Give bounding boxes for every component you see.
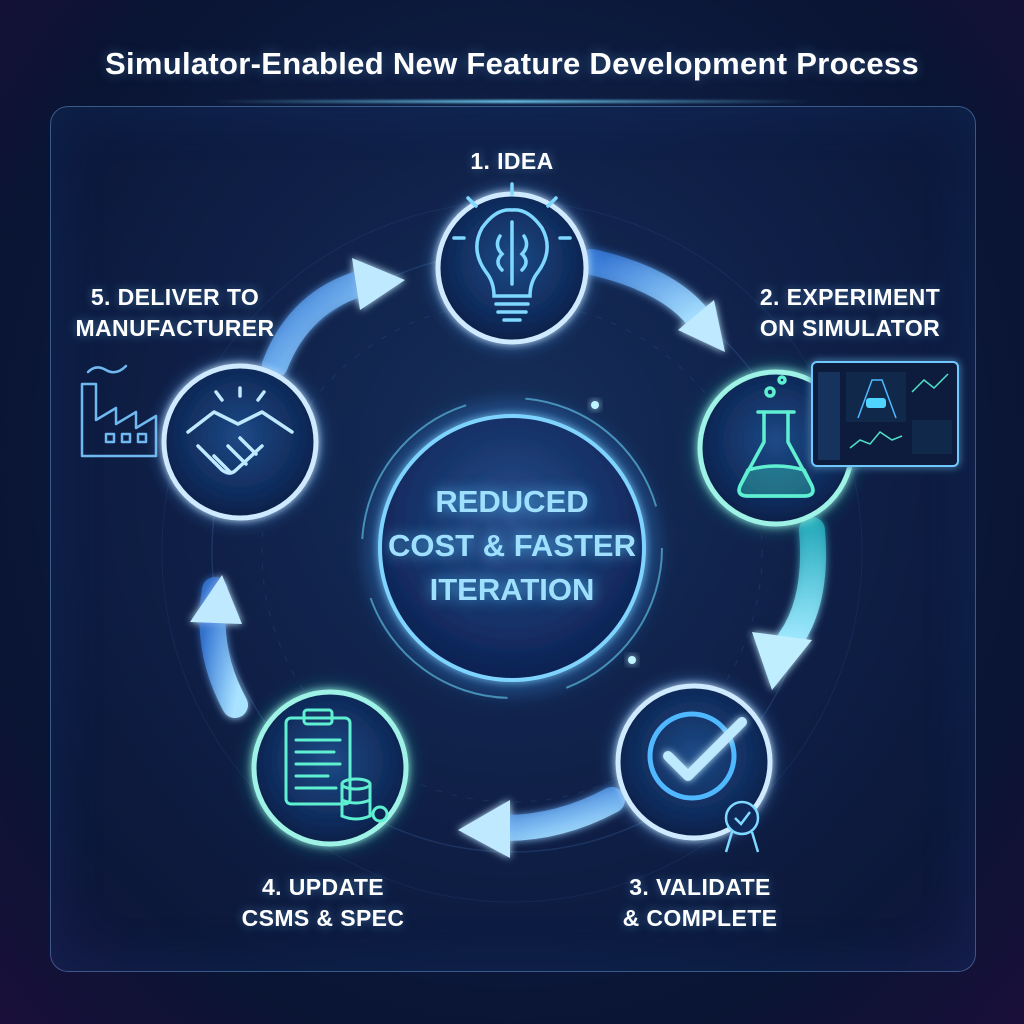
center-line1: REDUCED [435, 484, 589, 519]
flask-icon [737, 375, 815, 498]
step-idea-title: 1. IDEA [470, 148, 554, 174]
step-experiment-line2: ON SIMULATOR [759, 315, 941, 341]
simulator-screen [811, 361, 959, 467]
step-deliver-line2: MANUFACTURER [75, 315, 275, 341]
step-validate-line1: 3. VALIDATE [629, 874, 771, 900]
center-line2: COST & FASTER [387, 528, 636, 563]
background-ring-dashed [261, 301, 763, 803]
lightbulb-brain-icon [452, 182, 572, 322]
checkmark-icon [647, 711, 747, 801]
handshake-icon [186, 386, 294, 475]
badge-icon [724, 800, 760, 853]
node-experiment [694, 361, 959, 530]
center-line3: ITERATION [429, 572, 595, 607]
title-underline-glow [212, 100, 812, 103]
step-label-experiment: 2. EXPERIMENT ON SIMULATOR [730, 282, 970, 344]
clipboard-database-icon [284, 708, 389, 823]
arrow-head-3 [458, 800, 510, 858]
step-update-line1: 4. UPDATE [261, 874, 385, 900]
step-deliver-line1: 5. DELIVER TO [90, 284, 260, 310]
step-experiment-line1: 2. EXPERIMENT [759, 284, 941, 310]
arrow-experiment-to-validate [777, 517, 827, 653]
arrow-head-4 [190, 575, 242, 624]
step-validate-line2: & COMPLETE [622, 905, 778, 931]
cycle-arrows [190, 249, 827, 858]
center-hub [361, 397, 663, 699]
step-label-deliver: 5. DELIVER TO MANUFACTURER [60, 282, 290, 344]
arrow-idea-to-experiment [579, 249, 713, 333]
page-title: Simulator-Enabled New Feature Developmen… [104, 46, 920, 81]
center-hub-text: REDUCED COST & FASTER ITERATION [370, 480, 654, 612]
node-deliver [158, 360, 322, 524]
node-update [248, 686, 412, 850]
center-outer-arc [361, 397, 663, 699]
node-idea [432, 182, 592, 348]
arrow-head-5 [352, 258, 405, 310]
step-update-line2: CSMS & SPEC [241, 905, 405, 931]
center-circle [378, 414, 646, 682]
node-validate [612, 680, 776, 853]
arrow-validate-to-update [492, 787, 625, 841]
arrow-head-2 [752, 632, 812, 690]
step-label-idea: 1. IDEA [412, 146, 612, 177]
arrow-deliver-to-idea [262, 269, 378, 378]
arrow-head-1 [678, 300, 725, 352]
step-label-update: 4. UPDATE CSMS & SPEC [218, 872, 428, 934]
factory-icon [80, 364, 158, 458]
step-label-validate: 3. VALIDATE & COMPLETE [600, 872, 800, 934]
